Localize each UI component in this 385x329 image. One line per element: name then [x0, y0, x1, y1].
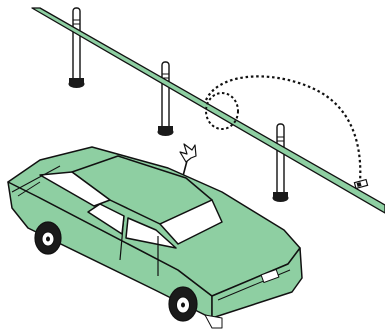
post-1 [69, 8, 85, 88]
car-wheel-front [35, 222, 61, 254]
post-3 [273, 124, 289, 202]
car-wheel-rear [169, 287, 197, 321]
wire-end-plug-icon [354, 180, 367, 189]
spark-icon [180, 144, 196, 162]
post-2 [158, 62, 174, 136]
